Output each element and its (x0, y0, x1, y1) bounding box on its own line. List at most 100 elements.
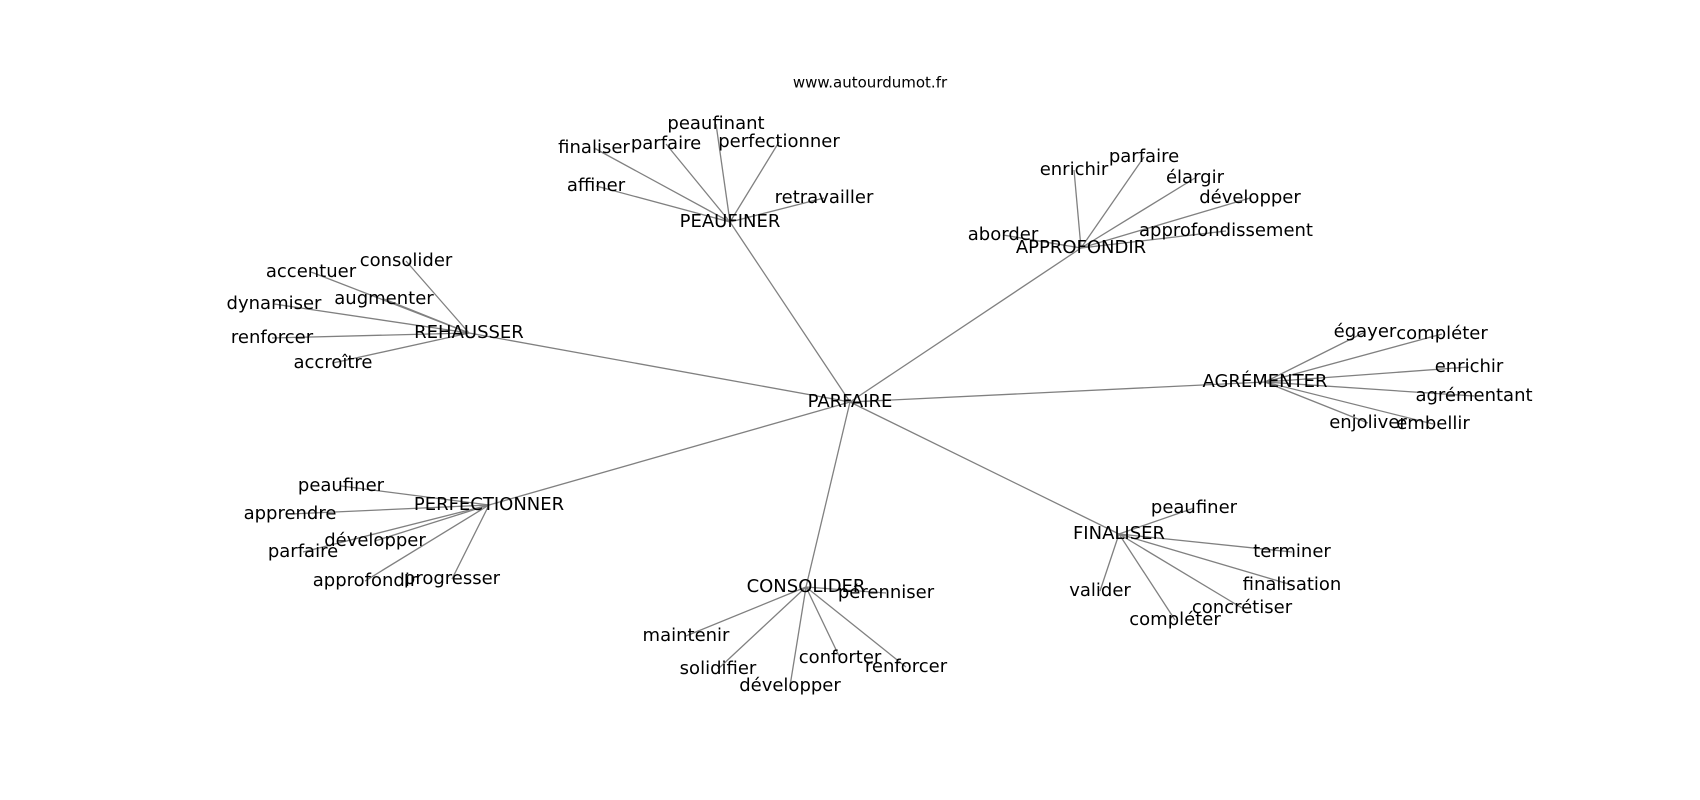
leaf-node-label[interactable]: compléter (1129, 609, 1221, 630)
leaf-node-label[interactable]: enjoliver (1329, 412, 1407, 433)
edge-cluster-leaf (729, 197, 825, 223)
leaf-node-label[interactable]: augmenter (334, 288, 434, 309)
cluster-node-label[interactable]: PEAUFINER (680, 211, 781, 232)
edge-center-cluster (805, 401, 851, 588)
edge-cluster-leaf (374, 504, 490, 542)
leaf-node-label[interactable]: terminer (1253, 541, 1331, 562)
edge-cluster-leaf (1080, 177, 1196, 249)
leaf-node-label[interactable]: peaufiner (298, 475, 385, 496)
leaf-node-label[interactable]: peaufinant (667, 113, 764, 134)
leaf-node-label[interactable]: accentuer (266, 261, 357, 282)
edge-cluster-leaf (1118, 533, 1293, 553)
edge-center-cluster (468, 332, 851, 403)
leaf-node-label[interactable]: égayer (1334, 321, 1397, 342)
edge-cluster-leaf (805, 586, 887, 594)
leaf-node-label[interactable]: retravailler (775, 187, 874, 208)
cluster-node-label[interactable]: FINALISER (1073, 523, 1165, 544)
leaf-node-label[interactable]: pérenniser (838, 582, 935, 603)
edge-center-cluster (849, 247, 1082, 403)
leaf-node-label[interactable]: conforter (799, 647, 882, 668)
edge-cluster-leaf (332, 332, 470, 364)
edge-center-cluster (488, 401, 851, 506)
leaf-node-label[interactable]: accroître (294, 352, 373, 373)
edge-cluster-leaf (383, 298, 470, 334)
edge-cluster-leaf (717, 586, 807, 670)
leaf-node-label[interactable]: consolider (360, 250, 453, 271)
leaf-node-label[interactable]: apprendre (244, 503, 337, 524)
cluster-node-label[interactable]: PERFECTIONNER (414, 494, 564, 515)
leaf-node-label[interactable]: parfaire (1109, 146, 1179, 167)
edge-cluster-leaf (1118, 533, 1176, 621)
leaf-node-label[interactable]: enrichir (1435, 356, 1504, 377)
leaf-node-label[interactable]: compléter (1396, 323, 1488, 344)
edge-cluster-leaf (1080, 230, 1227, 249)
leaf-node-label[interactable]: finalisation (1243, 574, 1342, 595)
edge-center-cluster (729, 221, 851, 403)
edge-cluster-leaf (1264, 381, 1475, 397)
edge-cluster-leaf (302, 504, 490, 553)
edge-center-cluster (849, 381, 1266, 403)
leaf-node-label[interactable]: finaliser (558, 137, 630, 158)
leaf-node-label[interactable]: concrétiser (1192, 597, 1293, 618)
edge-cluster-leaf (715, 123, 731, 223)
cluster-node-label[interactable]: AGRÉMENTER (1202, 370, 1327, 392)
edge-cluster-leaf (451, 504, 490, 580)
edge-cluster-leaf (1099, 533, 1120, 592)
cluster-node-label[interactable]: CONSOLIDER (747, 576, 866, 597)
edge-cluster-leaf (595, 185, 731, 223)
leaf-node-label[interactable]: progresser (404, 568, 501, 589)
leaf-node-label[interactable]: développer (1199, 187, 1301, 208)
leaf-node-label[interactable]: renforcer (231, 327, 314, 348)
center-node-label[interactable]: PARFAIRE (808, 391, 893, 412)
source-label: www.autourdumot.fr (793, 74, 948, 92)
cluster-node-label[interactable]: REHAUSSER (414, 322, 524, 343)
edges-layer (271, 123, 1475, 687)
leaf-node-label[interactable]: solidifier (680, 658, 757, 679)
leaf-node-label[interactable]: valider (1069, 580, 1131, 601)
edge-cluster-leaf (340, 485, 490, 506)
edge-cluster-leaf (1118, 533, 1293, 586)
edge-cluster-leaf (593, 147, 731, 223)
edge-cluster-leaf (1264, 381, 1434, 425)
edge-cluster-leaf (271, 332, 470, 339)
edge-cluster-leaf (289, 504, 490, 515)
leaf-node-label[interactable]: parfaire (631, 133, 701, 154)
edge-cluster-leaf (405, 260, 470, 334)
edge-cluster-leaf (273, 303, 470, 334)
edge-cluster-leaf (1073, 169, 1082, 249)
edge-cluster-leaf (364, 504, 490, 582)
edge-cluster-leaf (1080, 197, 1251, 249)
edge-cluster-leaf (729, 141, 780, 223)
leaf-node-label[interactable]: maintenir (643, 625, 731, 646)
edge-cluster-leaf (1002, 234, 1082, 249)
leaf-node-label[interactable]: développer (739, 675, 841, 696)
edge-cluster-leaf (1080, 156, 1145, 249)
leaf-node-label[interactable]: dynamiser (227, 293, 323, 314)
edge-cluster-leaf (665, 143, 731, 223)
cluster-node-label[interactable]: APPROFONDIR (1016, 237, 1146, 258)
leaf-node-label[interactable]: enrichir (1040, 159, 1109, 180)
edge-cluster-leaf (1264, 331, 1366, 383)
leaf-node-label[interactable]: approfondir (313, 570, 418, 591)
edge-cluster-leaf (1264, 381, 1369, 424)
leaf-node-label[interactable]: affiner (567, 175, 626, 196)
edge-cluster-leaf (1264, 333, 1443, 383)
edge-cluster-leaf (1264, 366, 1470, 383)
leaf-node-label[interactable]: perfectionner (718, 131, 840, 152)
edge-cluster-leaf (1118, 507, 1195, 535)
edge-cluster-leaf (685, 586, 807, 637)
edge-center-cluster (849, 401, 1120, 535)
edge-cluster-leaf (805, 586, 907, 668)
leaf-node-label[interactable]: renforcer (865, 656, 948, 677)
leaf-node-label[interactable]: agrémentant (1415, 385, 1532, 406)
leaf-node-label[interactable]: aborder (968, 224, 1039, 245)
leaf-node-label[interactable]: embellir (1396, 413, 1470, 434)
leaf-node-label[interactable]: développer (324, 530, 426, 551)
leaf-node-label[interactable]: peaufiner (1151, 497, 1238, 518)
leaf-node-label[interactable]: parfaire (268, 541, 338, 562)
leaf-node-label[interactable]: approfondissement (1139, 220, 1313, 241)
edge-cluster-leaf (789, 586, 807, 687)
leaf-node-label[interactable]: élargir (1166, 167, 1225, 188)
